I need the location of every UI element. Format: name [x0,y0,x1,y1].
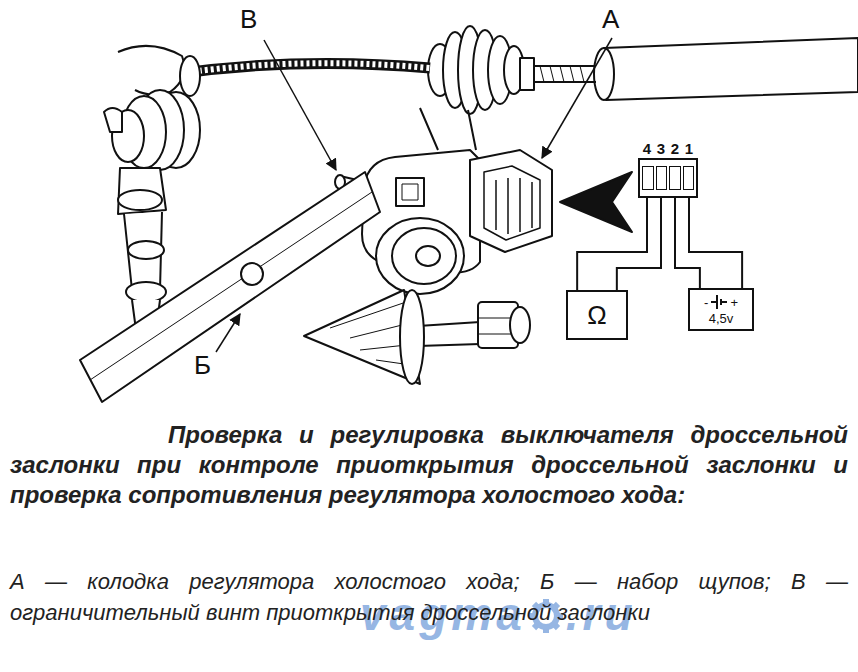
illustration-part [496,178,532,234]
illustration-part [396,178,424,206]
illustration-part [416,246,440,266]
illustration-part [264,40,336,170]
illustration-part [510,307,530,343]
battery-symbol-row: -+ [704,293,738,311]
pin-contact [642,166,654,190]
callout-letter: А [602,4,619,34]
cone-and-nut [304,290,530,384]
illustration-part [104,108,122,132]
idle-regulator-connector [470,150,552,252]
illustration-part [470,150,552,252]
pin-number: 3 [654,140,668,158]
braided-cable [175,63,430,74]
figure-caption: Проверка и регулировка выключателя дросс… [10,420,848,510]
ohm-symbol: Ω [587,300,606,330]
leader-lines [216,38,612,352]
illustration-part [520,58,534,90]
illustration-part [90,192,372,380]
test-wire [577,198,647,290]
throttle-rod-tube [530,38,858,100]
illustration-part [180,56,200,96]
throttle-disk [376,218,464,294]
battery-polarity: - [704,295,708,310]
illustration-part [594,48,614,100]
illustration-part [175,63,430,74]
view-arrow [560,172,632,232]
illustration-part [402,184,418,200]
pin-number: 1 [682,140,696,158]
test-wire [617,198,661,290]
callout-letter: Б [194,350,211,380]
illustration-part [118,46,184,95]
illustration-part [418,322,480,346]
battery-symbol [711,293,727,311]
illustration-part [126,282,166,302]
illustration-part [128,241,164,259]
pin-contact [669,166,681,190]
illustration-part [175,63,430,74]
pin-contact [656,166,668,190]
illustration-part [376,218,464,294]
pin-number: 2 [668,140,682,158]
pin-number-row: 4321 [638,140,698,158]
battery-voltage: 4,5v [709,311,734,326]
illustration-part [484,166,540,240]
pin-contact [683,166,695,190]
throttle-mechanism [80,26,858,402]
illustration-part [400,290,424,384]
mount-bracket [420,108,476,150]
illustration-part [542,38,612,158]
battery-polarity: + [730,295,738,310]
test-wire [675,198,700,288]
ohmmeter-box: Ω [566,290,628,340]
illustration-part [80,172,380,402]
left-linkage [104,46,200,330]
illustration-part [216,314,240,352]
illustration-part [392,228,456,284]
connector-pinout: 4321 [638,140,698,198]
test-wire [689,198,742,288]
battery-box: -+4,5v [688,288,754,331]
illustration-part [604,38,858,100]
pin-number: 4 [640,140,654,158]
illustration-part [540,66,584,82]
illustration-part [530,66,596,82]
callout-letter: В [240,4,257,34]
bellows-boot [428,26,534,114]
parts-legend: А — колодка регулятора холостого хода; Б… [10,566,848,628]
pin-block [638,158,698,198]
illustration-part [118,190,162,210]
battery-cell [711,295,727,309]
illustration-part [118,168,166,214]
illustration-part [241,263,263,285]
feeler-gauge-set [80,172,380,402]
